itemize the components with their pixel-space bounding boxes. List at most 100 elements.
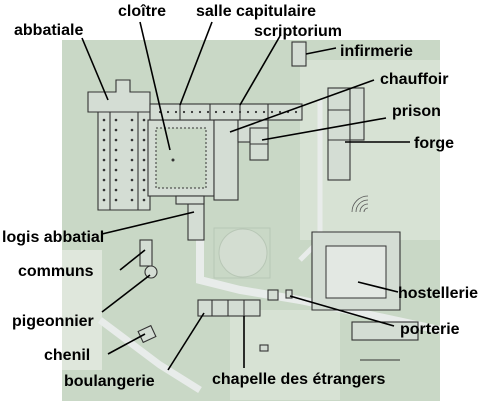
label-chauffoir: chauffoir: [380, 71, 448, 88]
pillar-dot: [142, 198, 146, 202]
range-dot: [166, 110, 170, 114]
label-porterie: porterie: [400, 321, 460, 338]
pillar-dot: [114, 168, 118, 172]
pillar-dot: [102, 168, 106, 172]
range-dot: [238, 110, 242, 114]
pillar-dot: [142, 158, 146, 162]
garden-circle: [218, 228, 268, 278]
range-dot: [278, 110, 282, 114]
road-south-west: [97, 317, 202, 393]
range-dot: [230, 110, 234, 114]
building-porterie: [351, 321, 419, 361]
leader-chauffoir: [229, 79, 375, 133]
pillar-dot: [102, 178, 106, 182]
leader-logis-abbatial: [101, 211, 195, 235]
pillar-dot: [142, 178, 146, 182]
label-hostellerie: hostellerie: [398, 285, 478, 302]
range-dot: [246, 110, 250, 114]
range-dot: [174, 110, 178, 114]
pillar-dot: [114, 188, 118, 192]
pillar-dot: [130, 198, 134, 202]
label-abbatiale: abbatiale: [14, 22, 83, 39]
leader-prison: [261, 117, 387, 141]
leader-boulangerie: [167, 312, 205, 371]
pillar-dot: [130, 168, 134, 172]
range-dot: [214, 110, 218, 114]
pillar-dot: [102, 138, 106, 142]
pillar-dot: [114, 178, 118, 182]
building-cloitre: [147, 119, 215, 197]
leader-lines: [81, 21, 410, 371]
pillar-dot: [102, 158, 106, 162]
leader-hostellerie: [357, 281, 399, 293]
range-dot: [190, 110, 194, 114]
range-dot: [182, 110, 186, 114]
label-chapelle-des-etrangers: chapelle des étrangers: [212, 371, 386, 388]
pillar-dot: [114, 198, 118, 202]
site-ground-left-strip: [62, 250, 102, 370]
label-infirmerie: infirmerie: [340, 43, 413, 60]
pillar-dot: [142, 168, 146, 172]
building-south-range: [197, 289, 293, 317]
pillar-dot: [130, 148, 134, 152]
building-infirmerie: [291, 41, 307, 67]
pillar-dot: [130, 158, 134, 162]
meadow-east: [300, 60, 440, 240]
east-range-dots: [158, 110, 298, 114]
pillar-dot: [130, 188, 134, 192]
leader-salle-capitulaire: [179, 21, 213, 106]
range-dot: [222, 110, 226, 114]
label-salle-capitulaire: salle capitulaire: [196, 3, 316, 20]
pillar-dot: [102, 148, 106, 152]
label-prison: prison: [392, 103, 441, 120]
range-dot: [206, 110, 210, 114]
pillar-dot: [142, 118, 146, 122]
pillar-dot: [142, 148, 146, 152]
pillar-dot: [114, 118, 118, 122]
meadow-south: [230, 310, 340, 400]
label-cloitre: cloître: [118, 3, 166, 20]
building-hostellerie: [311, 231, 401, 311]
pillar-dot: [102, 118, 106, 122]
pillar-dot: [114, 138, 118, 142]
small-structure: [259, 344, 269, 352]
abbatiale-pillars: [102, 118, 146, 202]
range-dot: [262, 110, 266, 114]
pillar-dot: [102, 198, 106, 202]
range-dot: [254, 110, 258, 114]
pillar-dot: [114, 158, 118, 162]
pillar-dot: [130, 138, 134, 142]
building-chauffoir: [249, 127, 269, 161]
label-pigeonnier: pigeonnier: [12, 313, 94, 330]
label-boulangerie: boulangerie: [64, 373, 155, 390]
range-dot: [270, 110, 274, 114]
leader-chenil: [107, 333, 146, 355]
pillar-dot: [142, 138, 146, 142]
pillar-dot: [114, 128, 118, 132]
building-pigeonnier: [144, 265, 158, 279]
garden-square: [213, 227, 271, 279]
amphitheatre: [351, 195, 369, 213]
building-forge: [327, 87, 365, 181]
leader-cloitre: [139, 21, 171, 151]
leader-pigeonnier: [101, 274, 151, 313]
range-dot: [294, 110, 298, 114]
leader-abbatiale: [81, 37, 109, 101]
label-scriptorium: scriptorium: [254, 23, 342, 40]
leader-scriptorium: [239, 35, 281, 106]
pillar-dot: [130, 128, 134, 132]
label-communs: communs: [18, 263, 94, 280]
building-logis-abbatial: [175, 195, 205, 241]
label-forge: forge: [414, 135, 454, 152]
pillar-dot: [102, 128, 106, 132]
pillar-dot: [102, 188, 106, 192]
pillar-dot: [142, 188, 146, 192]
building-east-range: [149, 103, 303, 201]
leader-infirmerie: [305, 47, 337, 55]
label-logis-abbatial: logis abbatial: [2, 229, 104, 246]
pillar-dot: [130, 118, 134, 122]
pillar-dot: [142, 128, 146, 132]
range-dot: [198, 110, 202, 114]
pillar-dot: [114, 148, 118, 152]
